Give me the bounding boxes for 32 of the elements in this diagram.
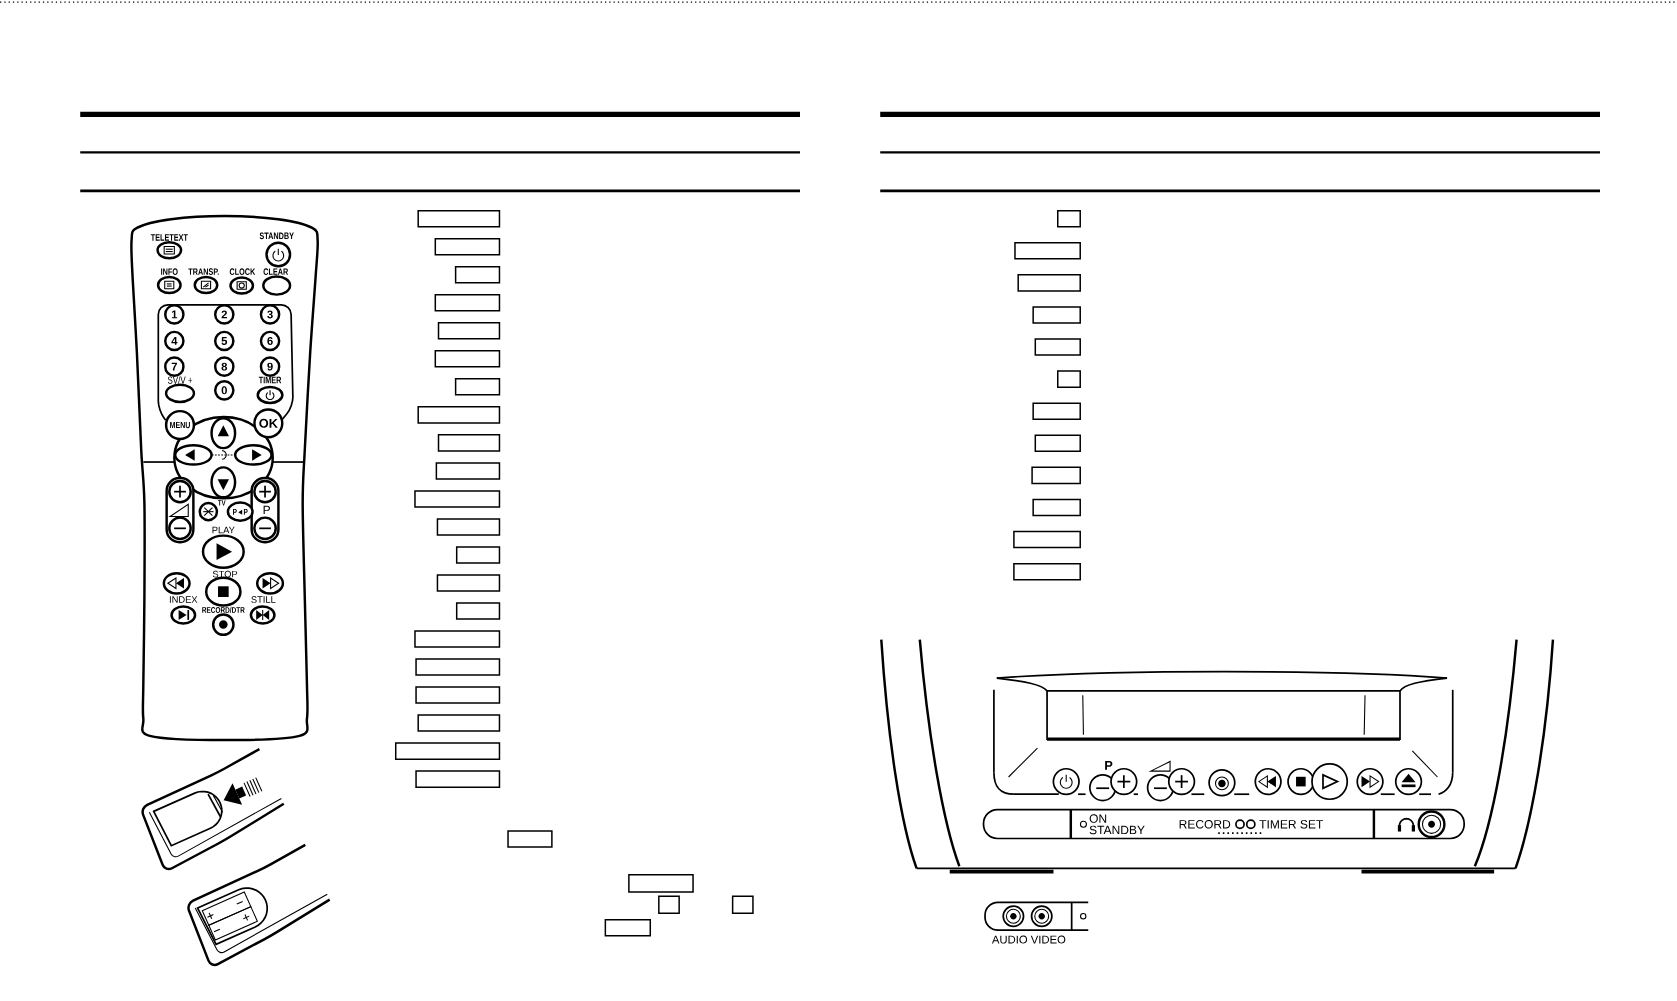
button-label: SV/V +: [167, 376, 193, 384]
button-label: P: [263, 505, 270, 515]
number-button: 4: [164, 330, 185, 352]
button-label: TRANSP.: [188, 268, 219, 275]
button-label: TIMER: [258, 376, 282, 384]
button-label: STOP: [212, 570, 238, 578]
number-button: 2: [213, 304, 235, 325]
button-label: STANDBY: [259, 232, 294, 240]
ok-button: OK: [253, 408, 284, 439]
panel-label: RECORD: [1179, 820, 1231, 829]
swap-button: P◄P: [226, 501, 254, 522]
button-label: INDEX: [169, 596, 198, 603]
number-button: 6: [259, 330, 281, 352]
button-label: INFO: [161, 268, 178, 275]
menu-button: MENU: [164, 409, 196, 441]
number-button: 3: [259, 304, 281, 325]
button-label: STILL: [251, 596, 276, 603]
number-button: 8: [213, 356, 235, 377]
number-button: 1: [164, 304, 185, 325]
number-button: 5: [213, 330, 235, 352]
number-button: 7: [164, 356, 185, 377]
jack-label: AUDIO VIDEO: [991, 935, 1066, 944]
panel-label: P: [1105, 761, 1113, 770]
panel-label: ON STANDBY: [1089, 814, 1145, 835]
number-button: 9: [259, 356, 281, 377]
button-label: CLEAR: [263, 268, 289, 275]
panel-label: TIMER SET: [1259, 820, 1324, 829]
button-label: CLOCK: [229, 268, 256, 275]
number-button: 0: [213, 380, 235, 401]
button-label: PLAY: [212, 526, 235, 534]
button-label: TELETEXT: [150, 234, 188, 241]
button-label: RECORD/DTR: [202, 606, 245, 613]
